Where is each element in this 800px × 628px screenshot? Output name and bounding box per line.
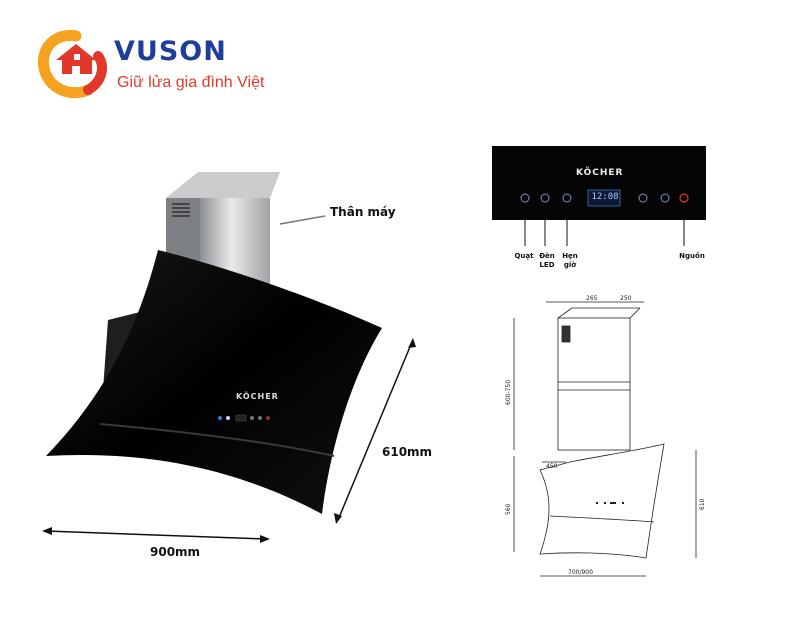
dim-top-b: 250 [620,295,632,302]
dim-bottom: 700/900 [568,569,593,576]
power-label: Nguồn [679,252,705,260]
plus-button-icon [638,193,648,203]
dim-right: 610 [699,498,706,510]
fan-label: Quạt [514,252,534,260]
width-label: 900mm [150,545,201,559]
dim-left-low: 560 [505,503,512,515]
dim-top-a: 265 [586,295,598,302]
chimney-vents [172,203,190,217]
dim-depth: 450 [546,463,558,470]
hood-control-buttons-icon [218,414,270,422]
body-label: Thân máy [330,205,396,219]
technical-drawing: 265 250 450 700/900 600-750 560 610 [505,295,706,577]
dim-chimney: 600-750 [505,380,512,405]
timer-label-1: Hẹn [562,252,578,260]
brand-logo-mark [36,29,110,100]
height-label: 610mm [382,445,433,459]
panel-display: 12:08 [591,192,619,202]
hood-logo: KÖCHER [236,392,279,401]
range-hood-illustration [42,172,416,543]
chimney-top [166,172,280,198]
brand-name: VUSON [114,36,227,67]
fan-button-icon [520,193,530,203]
hood-glass-panel [46,250,382,514]
hood-control-strip [216,410,272,428]
panel-buttons [520,189,689,207]
panel-pointers [492,220,706,255]
minus-button-icon [660,193,670,203]
vuson-logo-icon [37,29,108,99]
led-button-icon [540,193,550,203]
timer-label-2: giờ [563,261,577,269]
timer-button-icon [562,193,572,203]
panel-logo: KÖCHER [576,168,624,178]
led-label-2: LED [539,261,555,269]
control-panel: KÖCHER 12:08 [492,146,706,220]
brand-slogan: Giữ lửa gia đình Việt [117,74,265,91]
power-button-icon [679,193,689,203]
led-label-1: Đèn [539,252,555,260]
